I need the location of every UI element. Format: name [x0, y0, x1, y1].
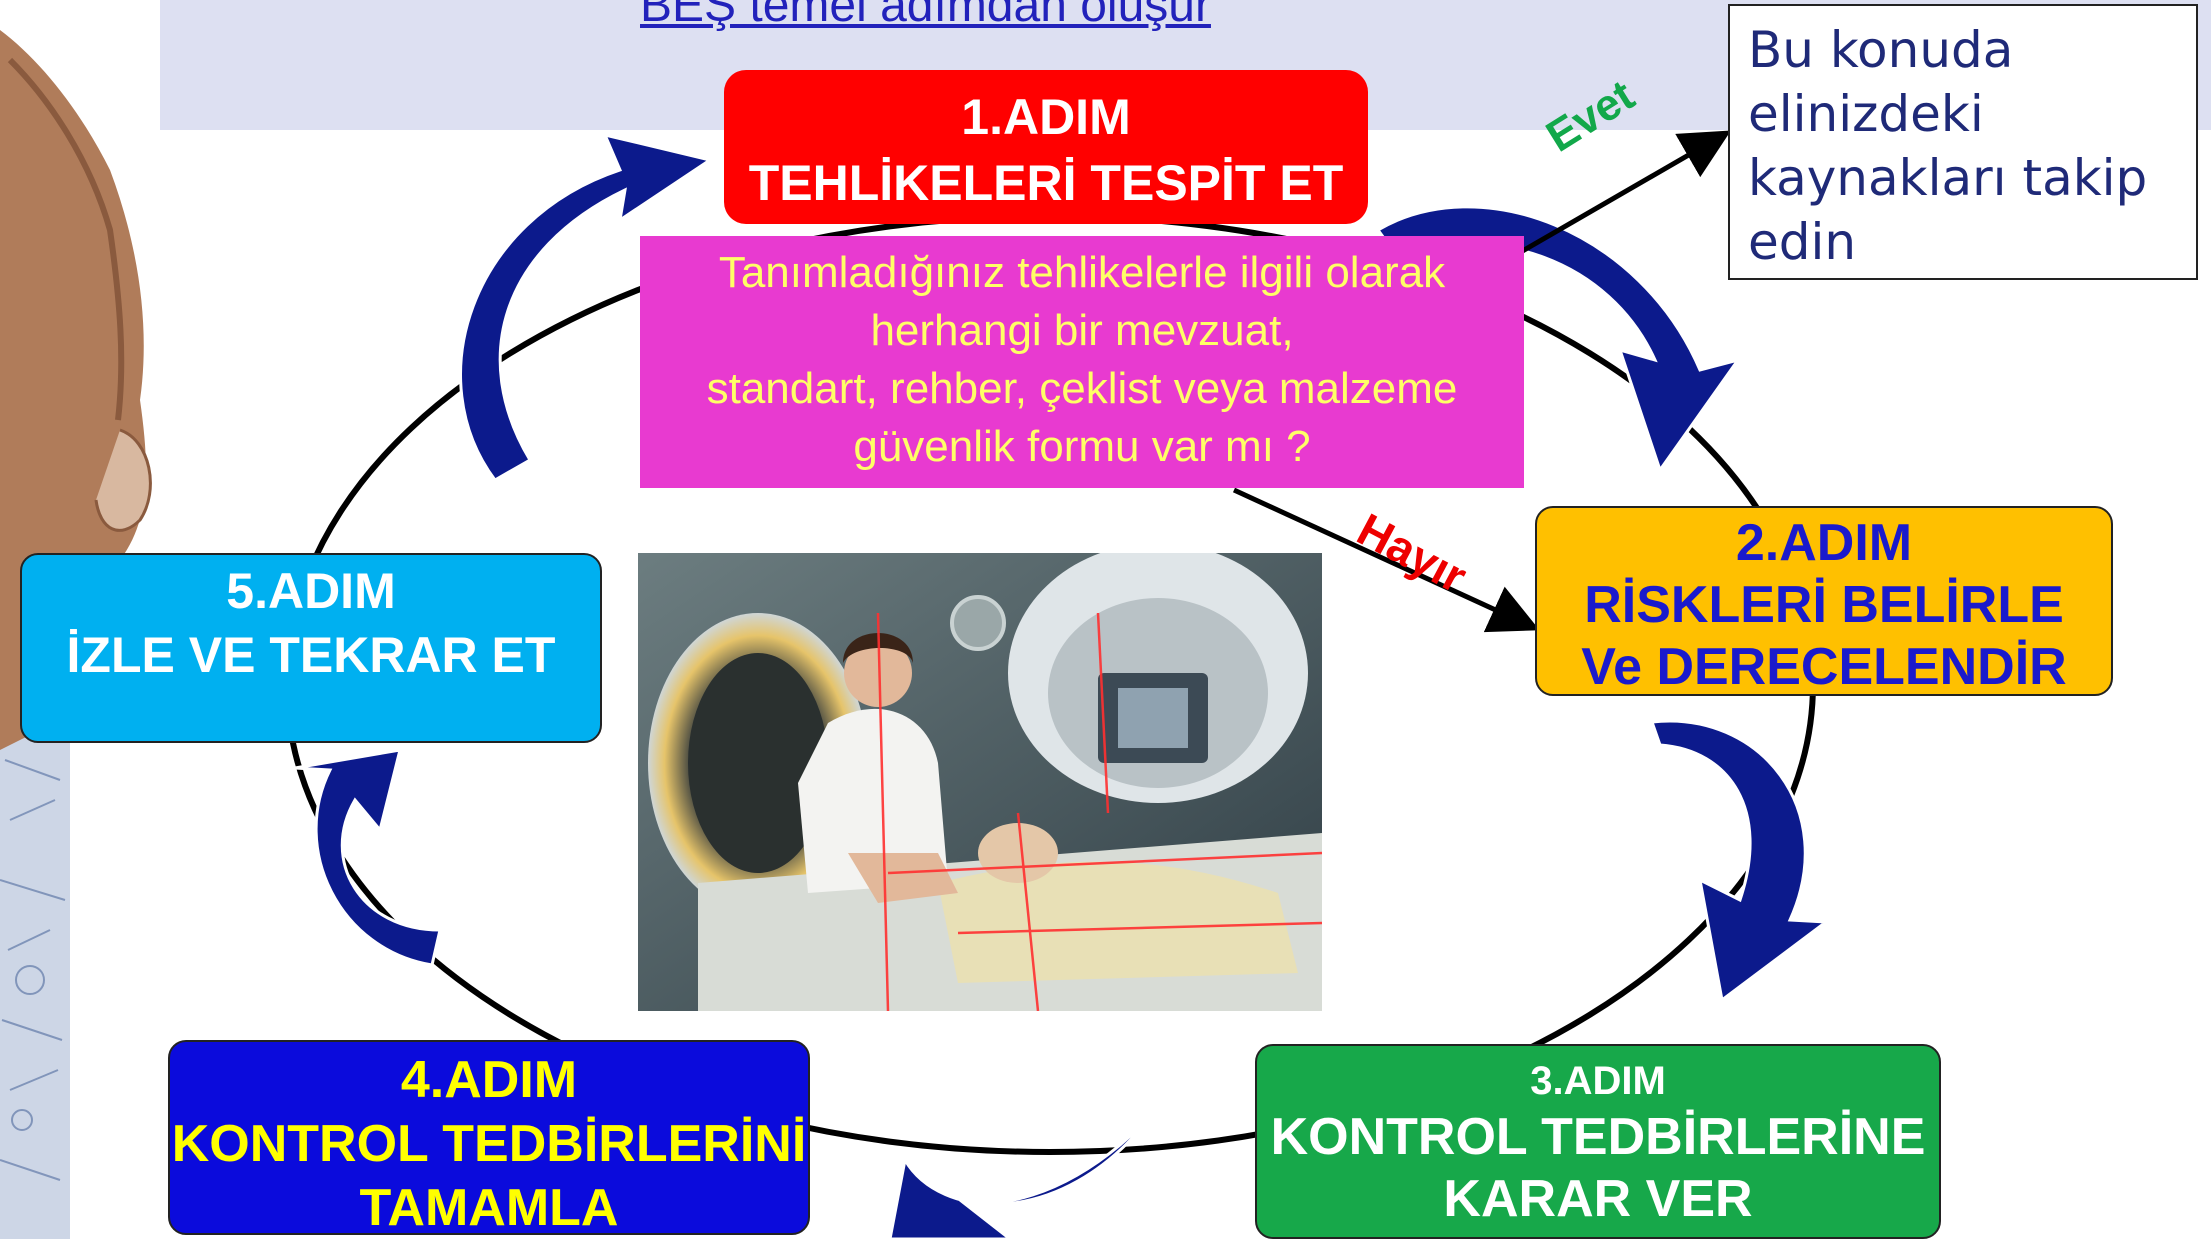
step-5-number: 5.ADIM [226, 563, 396, 619]
step-3-title: KONTROL TEDBİRLERİNE [1270, 1108, 1926, 1166]
step-2-subtitle: Ve DERECELENDİR [1581, 638, 2067, 696]
step-4-subtitle: TAMAMLA [359, 1179, 619, 1237]
step-2-box: 2.ADIM RİSKLERİ BELİRLE Ve DERECELENDİR [1535, 506, 2113, 696]
page-title: BEŞ temel adımdan oluşur [640, 0, 1211, 32]
step-5-title: İZLE VE TEKRAR ET [66, 627, 556, 683]
radiotherapy-photo [638, 553, 1322, 1011]
cycle-arrow-4-to-5 [294, 748, 442, 967]
hazard-question-box: Tanımladığınız tehlikelerle ilgili olara… [640, 236, 1524, 488]
step-2-number: 2.ADIM [1735, 514, 1913, 572]
question-line: herhangi bir mevzuat, [870, 306, 1294, 355]
resource-note-line: Bu konuda [1748, 21, 2014, 79]
step-1-title: TEHLİKELERİ TESPİT ET [748, 155, 1344, 211]
resource-note-box: Bu konuda elinizdeki kaynakları takip ed… [1728, 4, 2198, 280]
step-3-number: 3.ADIM [1530, 1059, 1666, 1103]
cycle-arrow-2-to-3 [1649, 719, 1831, 1003]
question-line: standart, rehber, çeklist veya malzeme [706, 364, 1458, 413]
step-5-box: 5.ADIM İZLE VE TEKRAR ET [20, 553, 602, 743]
step-4-number: 4.ADIM [400, 1051, 578, 1109]
step-4-box: 4.ADIM KONTROL TEDBİRLERİNİ TAMAMLA [168, 1040, 810, 1237]
step-1-number: 1.ADIM [961, 89, 1131, 145]
question-line: Tanımladığınız tehlikelerle ilgili olara… [718, 248, 1446, 297]
step-4-title: KONTROL TEDBİRLERİNİ [171, 1115, 807, 1173]
cycle-arrow-3-to-4 [888, 1118, 1150, 1239]
step-1-box: 1.ADIM TEHLİKELERİ TESPİT ET [724, 70, 1368, 224]
resource-note-line: kaynakları takip [1748, 149, 2148, 207]
step-2-title: RİSKLERİ BELİRLE [1584, 576, 2064, 634]
step-3-box: 3.ADIM KONTROL TEDBİRLERİNE KARAR VER [1255, 1044, 1941, 1239]
resource-note-line: edin [1748, 213, 1857, 271]
question-line: güvenlik formu var mı ? [853, 422, 1311, 471]
yes-arrow [1498, 130, 1731, 267]
step-3-subtitle: KARAR VER [1443, 1170, 1753, 1228]
no-label: Hayır [1349, 502, 1476, 603]
resource-note-line: elinizdeki [1748, 85, 1984, 143]
